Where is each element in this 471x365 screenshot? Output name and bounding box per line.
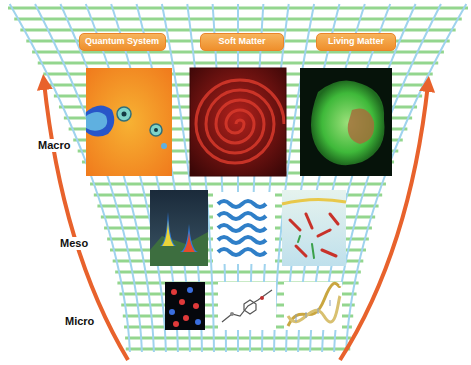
scale-label: Macro xyxy=(36,139,72,152)
category-title: Living Matter xyxy=(328,37,384,47)
micro-molecule-image xyxy=(218,282,276,330)
grid-line xyxy=(334,4,441,352)
meso-quantum-image xyxy=(150,190,208,266)
micro-dna-image xyxy=(284,282,342,330)
grid-line xyxy=(10,4,130,352)
category-title: Quantum System xyxy=(85,37,159,47)
scale-label: Micro xyxy=(63,315,96,328)
quantum-image xyxy=(86,68,172,176)
living-matter-image xyxy=(300,68,392,176)
grid-line xyxy=(35,4,142,352)
category-box: Soft Matter xyxy=(200,33,284,51)
grid-funnel xyxy=(8,4,468,352)
grid-line xyxy=(137,4,190,352)
category-box: Living Matter xyxy=(316,33,396,51)
meso-soft-image xyxy=(213,192,275,264)
micro-particles-image xyxy=(165,282,205,330)
meso-living-image xyxy=(282,190,346,266)
grid-line xyxy=(346,4,466,352)
soft-matter-image xyxy=(190,68,286,176)
scale-label: Meso xyxy=(58,237,90,250)
category-box: Quantum System xyxy=(79,33,166,51)
category-title: Soft Matter xyxy=(219,37,266,47)
